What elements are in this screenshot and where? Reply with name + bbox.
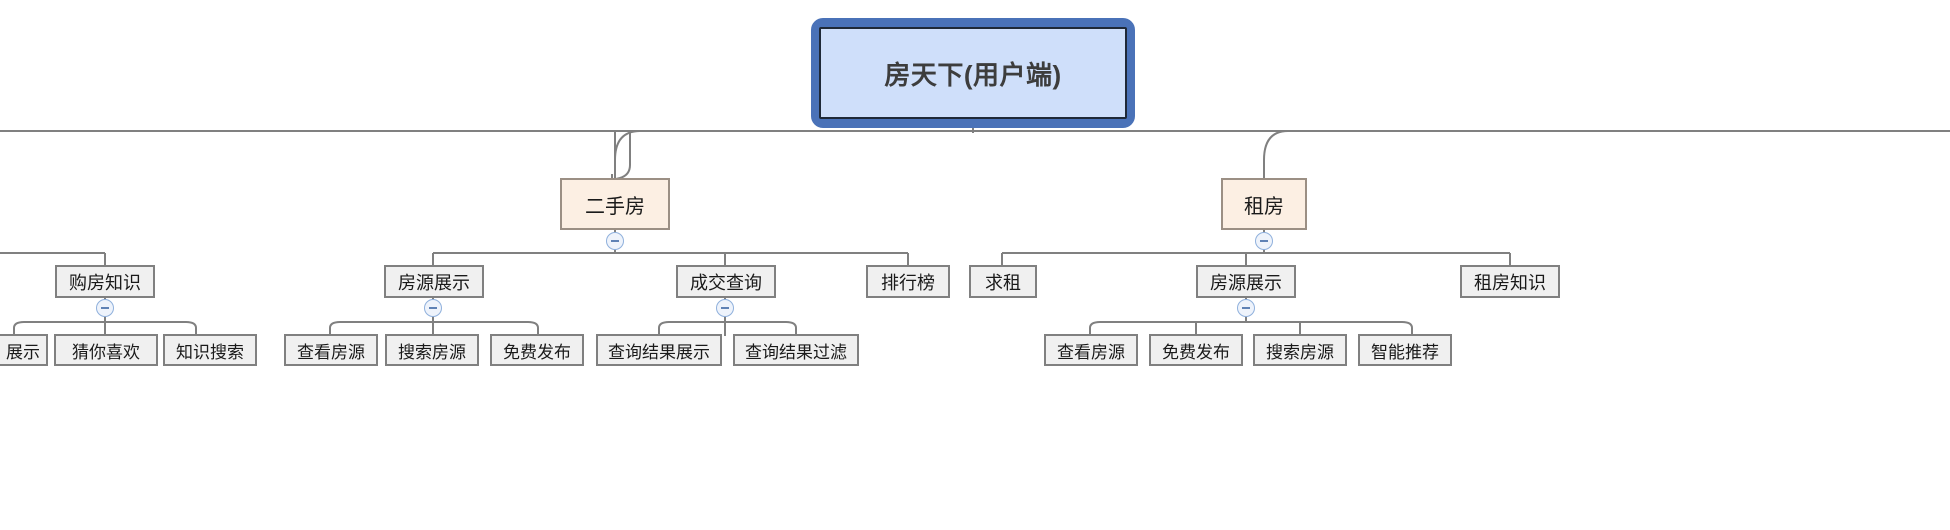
leaf-zhinengtuijian[interactable]: 智能推荐 [1358, 334, 1452, 366]
root-node-label: 房天下(用户端) [884, 59, 1062, 90]
node-goufangzhishi[interactable]: 购房知识 [55, 265, 155, 298]
leaf-sousuofangyuan-sale[interactable]: 搜索房源 [385, 334, 479, 366]
leaf-cainixihuan-label: 猜你喜欢 [72, 342, 140, 362]
leaf-chaxunjieguoguolv[interactable]: 查询结果过滤 [733, 334, 859, 366]
leaf-zhishisousuo[interactable]: 知识搜索 [163, 334, 257, 366]
collapse-toggle-goufangzhishi[interactable] [96, 299, 114, 317]
node-chengjiaochaxun[interactable]: 成交查询 [676, 265, 776, 298]
collapse-toggle-zufang[interactable] [1255, 232, 1273, 250]
leaf-zhanshi-clipped[interactable]: 展示 [0, 334, 48, 366]
node-ershoufang-label: 二手房 [585, 195, 645, 218]
minus-circle-icon [1242, 307, 1250, 309]
node-qiuzu-label: 求租 [985, 272, 1021, 293]
node-zufang-label: 租房 [1244, 195, 1284, 218]
leaf-chaxunjieguozhanshi[interactable]: 查询结果展示 [596, 334, 722, 366]
node-zufangzhishi-label: 租房知识 [1474, 272, 1546, 293]
node-fangyuanzhanshi-sale[interactable]: 房源展示 [384, 265, 484, 298]
node-zufangzhishi[interactable]: 租房知识 [1460, 265, 1560, 298]
leaf-chaxunjieguoguolv-label: 查询结果过滤 [745, 342, 847, 362]
leaf-sousuofangyuan-sale-label: 搜索房源 [398, 342, 466, 362]
node-paihangbang-label: 排行榜 [881, 272, 935, 293]
collapse-toggle-fangyuanzhanshi-sale[interactable] [424, 299, 442, 317]
node-paihangbang[interactable]: 排行榜 [866, 265, 950, 298]
leaf-chakanfangyuan-sale-label: 查看房源 [297, 342, 365, 362]
collapse-toggle-fangyuanzhanshi-rent[interactable] [1237, 299, 1255, 317]
root-node[interactable]: 房天下(用户端) [819, 27, 1127, 119]
minus-circle-icon [721, 307, 729, 309]
leaf-sousuofangyuan-rent[interactable]: 搜索房源 [1253, 334, 1347, 366]
leaf-chaxunjieguozhanshi-label: 查询结果展示 [608, 342, 710, 362]
minus-circle-icon [429, 307, 437, 309]
leaf-mianfeifabu-rent-label: 免费发布 [1162, 342, 1230, 362]
node-goufangzhishi-label: 购房知识 [69, 272, 141, 293]
leaf-sousuofangyuan-rent-label: 搜索房源 [1266, 342, 1334, 362]
leaf-chakanfangyuan-sale[interactable]: 查看房源 [284, 334, 378, 366]
node-qiuzu[interactable]: 求租 [969, 265, 1037, 298]
node-ershoufang[interactable]: 二手房 [560, 178, 670, 230]
minus-circle-icon [611, 240, 619, 242]
leaf-mianfeifabu-rent[interactable]: 免费发布 [1149, 334, 1243, 366]
node-fangyuanzhanshi-rent-label: 房源展示 [1210, 272, 1282, 293]
leaf-zhishisousuo-label: 知识搜索 [176, 342, 244, 362]
leaf-zhinengtuijian-label: 智能推荐 [1371, 342, 1439, 362]
leaf-mianfeifabu-sale-label: 免费发布 [503, 342, 571, 362]
minus-circle-icon [101, 307, 109, 309]
leaf-zhanshi-clipped-label: 展示 [6, 342, 40, 362]
collapse-toggle-ershoufang[interactable] [606, 232, 624, 250]
leaf-cainixihuan[interactable]: 猜你喜欢 [54, 334, 158, 366]
node-zufang[interactable]: 租房 [1221, 178, 1307, 230]
collapse-toggle-chengjiaochaxun[interactable] [716, 299, 734, 317]
leaf-chakanfangyuan-rent-label: 查看房源 [1057, 342, 1125, 362]
node-fangyuanzhanshi-rent[interactable]: 房源展示 [1196, 265, 1296, 298]
node-fangyuanzhanshi-sale-label: 房源展示 [398, 272, 470, 293]
minus-circle-icon [1260, 240, 1268, 242]
leaf-mianfeifabu-sale[interactable]: 免费发布 [490, 334, 584, 366]
node-chengjiaochaxun-label: 成交查询 [690, 272, 762, 293]
leaf-chakanfangyuan-rent[interactable]: 查看房源 [1044, 334, 1138, 366]
